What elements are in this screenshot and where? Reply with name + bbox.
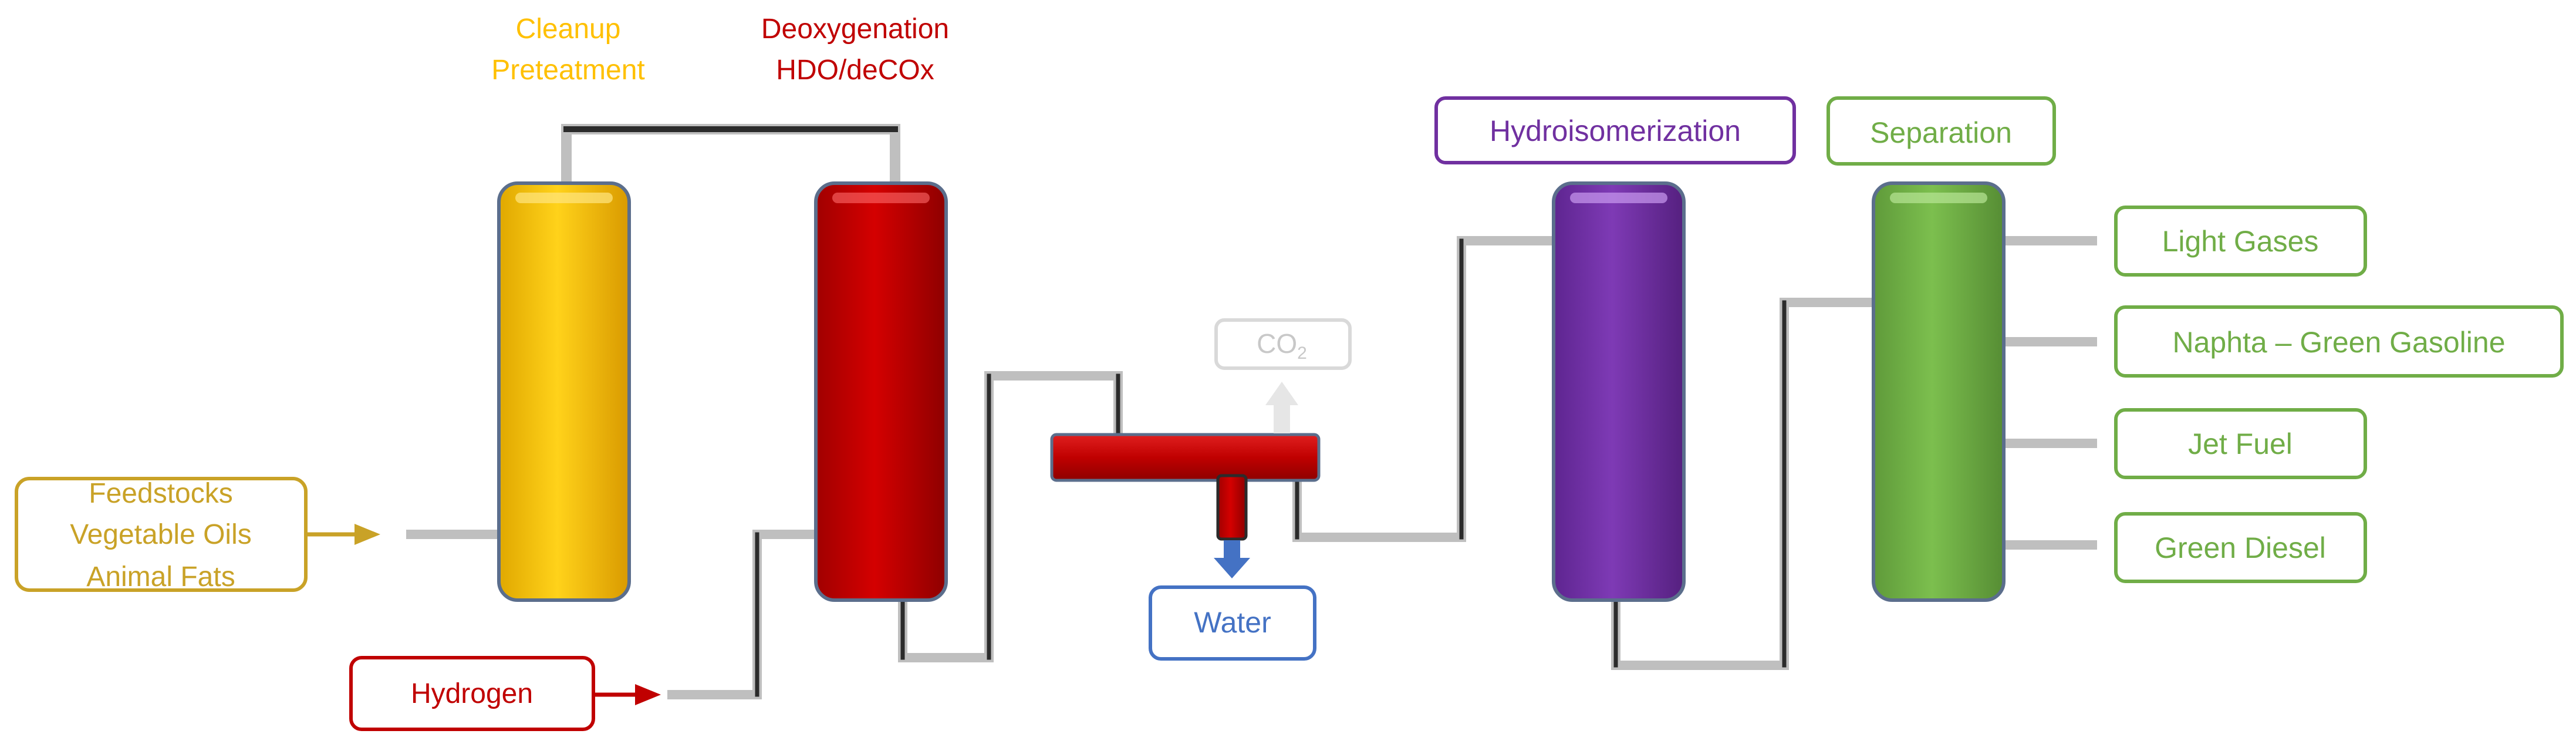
feedstocks-label-line2: Vegetable Oils [70, 519, 252, 550]
pipes [406, 124, 2097, 699]
water-arrow [1214, 540, 1250, 578]
co2-label-main: CO [1257, 328, 1297, 359]
product-label-green-diesel: Green Diesel [2155, 531, 2326, 564]
product-label-light-gases: Light Gases [2162, 225, 2319, 258]
hydrogen-label: Hydrogen [411, 678, 533, 709]
co2-label-subscript: 2 [1297, 344, 1307, 363]
separation-column [1872, 181, 2006, 602]
flash-separator-leg [1216, 474, 1248, 541]
co2-arrow [1265, 382, 1298, 433]
product-label-naphta: Naphta – Green Gasoline [2172, 326, 2505, 359]
flash-separator [1050, 433, 1321, 482]
product-jet-fuel: Jet Fuel [2114, 408, 2367, 479]
deoxygenation-reactor [814, 181, 948, 602]
hydrogen-arrow [594, 684, 661, 705]
product-naphta: Naphta – Green Gasoline [2114, 305, 2564, 378]
product-label-jet-fuel: Jet Fuel [2188, 427, 2293, 460]
hydroisomerization-reactor [1552, 181, 1686, 602]
feedstocks-label-line1: Feedstocks [89, 478, 232, 509]
product-light-gases: Light Gases [2114, 206, 2367, 277]
feedstock-arrow [306, 524, 380, 545]
co2-label: CO2 [1257, 328, 1307, 363]
hydroisomerization-label: Hydroisomerization [1490, 115, 1741, 147]
feedstocks-label-line3: Animal Fats [86, 561, 235, 592]
cleanup-label-line1: Cleanup [516, 14, 621, 45]
separation-label: Separation [1870, 116, 2012, 149]
co2-box: CO2 [1214, 318, 1352, 370]
cleanup-label-line2: Preteatment [491, 55, 644, 86]
feedstocks-box: Feedstocks Vegetable Oils Animal Fats [15, 477, 308, 592]
deoxygenation-label-line1: Deoxygenation [761, 14, 949, 45]
cleanup-column [497, 181, 631, 602]
product-green-diesel: Green Diesel [2114, 512, 2367, 583]
pipe-cleanup-to-deoxygenation [561, 124, 900, 194]
hydroisomerization-box: Hydroisomerization [1434, 96, 1796, 164]
water-box: Water [1149, 585, 1316, 661]
hydrogen-box: Hydrogen [349, 656, 595, 731]
separation-box: Separation [1827, 96, 2056, 166]
deoxygenation-label-line2: HDO/deCOx [776, 55, 934, 86]
pipe-flash-to-hydroisomerization [1292, 236, 1560, 542]
water-label: Water [1194, 606, 1271, 639]
pipe-hydrogen [667, 530, 822, 699]
